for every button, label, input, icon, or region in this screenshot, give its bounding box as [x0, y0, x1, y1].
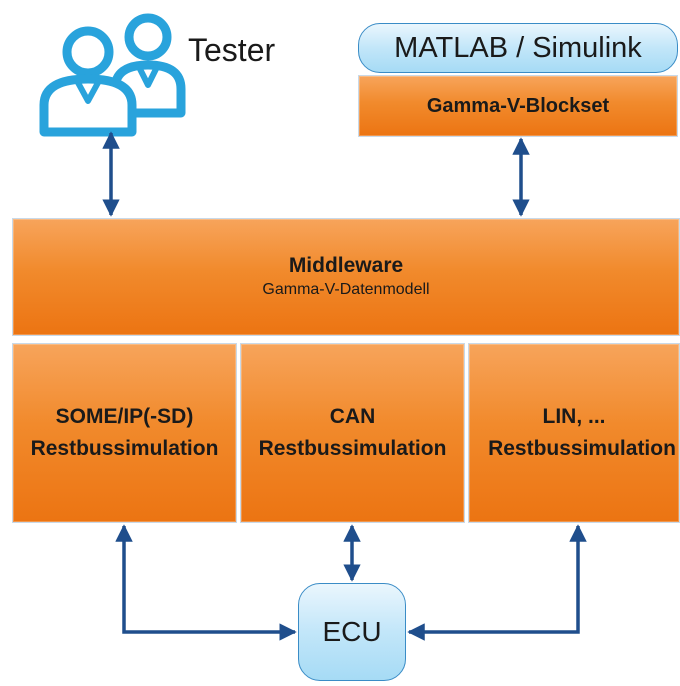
module-lin-line2: Restbussimulation: [488, 437, 676, 460]
module-someip-line2: Restbussimulation: [30, 437, 219, 460]
module-someip: SOME/IP(-SD) Restbussimulation: [12, 343, 237, 523]
matlab-simulink-box: MATLAB / Simulink: [358, 23, 678, 73]
module-lin-line1: LIN, ...: [542, 405, 606, 428]
module-can-line1: CAN: [329, 405, 376, 428]
ecu-box: ECU: [298, 583, 406, 681]
ecu-label: ECU: [322, 616, 382, 647]
arrow-lin-ecu: [407, 524, 587, 641]
module-someip-line1: SOME/IP(-SD): [55, 405, 194, 428]
middleware-box: Middleware Gamma-V-Datenmodell: [12, 218, 680, 336]
tester-label: Tester: [188, 32, 276, 68]
blockset-label: Gamma-V-Blockset: [426, 94, 610, 117]
module-lin: LIN, ... Restbussimulation: [468, 343, 680, 523]
middleware-title: Middleware: [288, 254, 404, 277]
middleware-subtitle: Gamma-V-Datenmodell: [262, 281, 430, 298]
users-icon: [39, 13, 186, 137]
module-can: CAN Restbussimulation: [240, 343, 465, 523]
blockset-box: Gamma-V-Blockset: [358, 75, 678, 137]
module-can-line2: Restbussimulation: [258, 437, 447, 460]
arrow-someip-ecu: [115, 524, 297, 641]
matlab-simulink-label: MATLAB / Simulink: [394, 31, 642, 64]
